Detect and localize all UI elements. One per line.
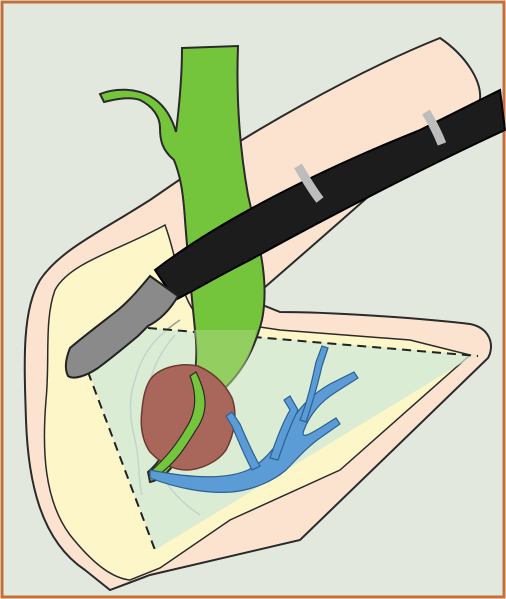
- endoscopic-ultrasound-illustration: [0, 0, 506, 599]
